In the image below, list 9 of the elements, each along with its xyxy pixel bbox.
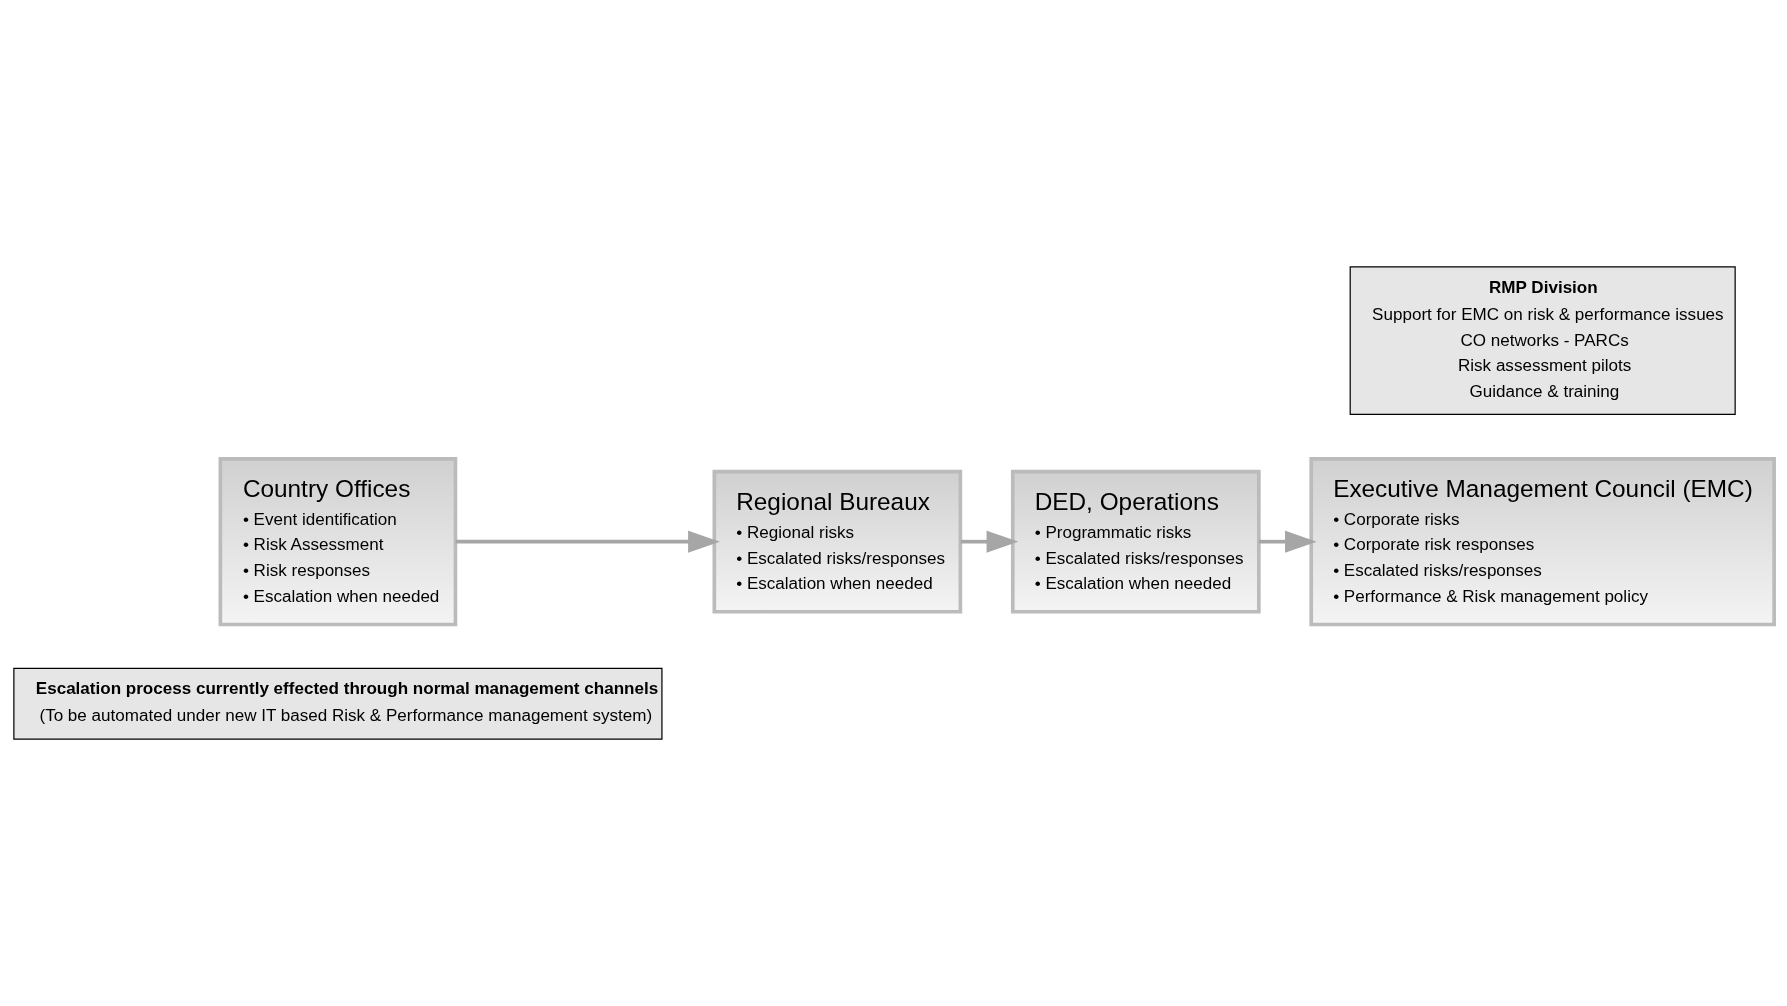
node-box: Regional Bureaux • Regional risks • Escalated risks/responses • Escalation when needed bbox=[712, 469, 962, 614]
node-box: Escalation process currently effected through normal management channels (To be automated under new IT based Risk & Performance management system) bbox=[12, 667, 663, 740]
arrow bbox=[960, 530, 1018, 553]
arrow bbox=[1258, 530, 1317, 553]
node-box: Executive Management Council (EMC) • Corporate risks • Corporate risk responses • Escalated risks/responses • Performance & Risk management policy bbox=[1308, 457, 1776, 627]
node-box: DED, Operations • Programmatic risks • Escalated risks/responses • Escalation when needed bbox=[1010, 469, 1261, 614]
arrow bbox=[455, 530, 720, 553]
node-box: Country Offices • Event identification • Risk Assessment • Risk responses • Escalation when needed bbox=[218, 457, 457, 627]
node-box: RMP Division Support for EMC on risk & performance issues CO networks - PARCs Risk assessment pilots Guidance & training bbox=[1349, 266, 1736, 415]
